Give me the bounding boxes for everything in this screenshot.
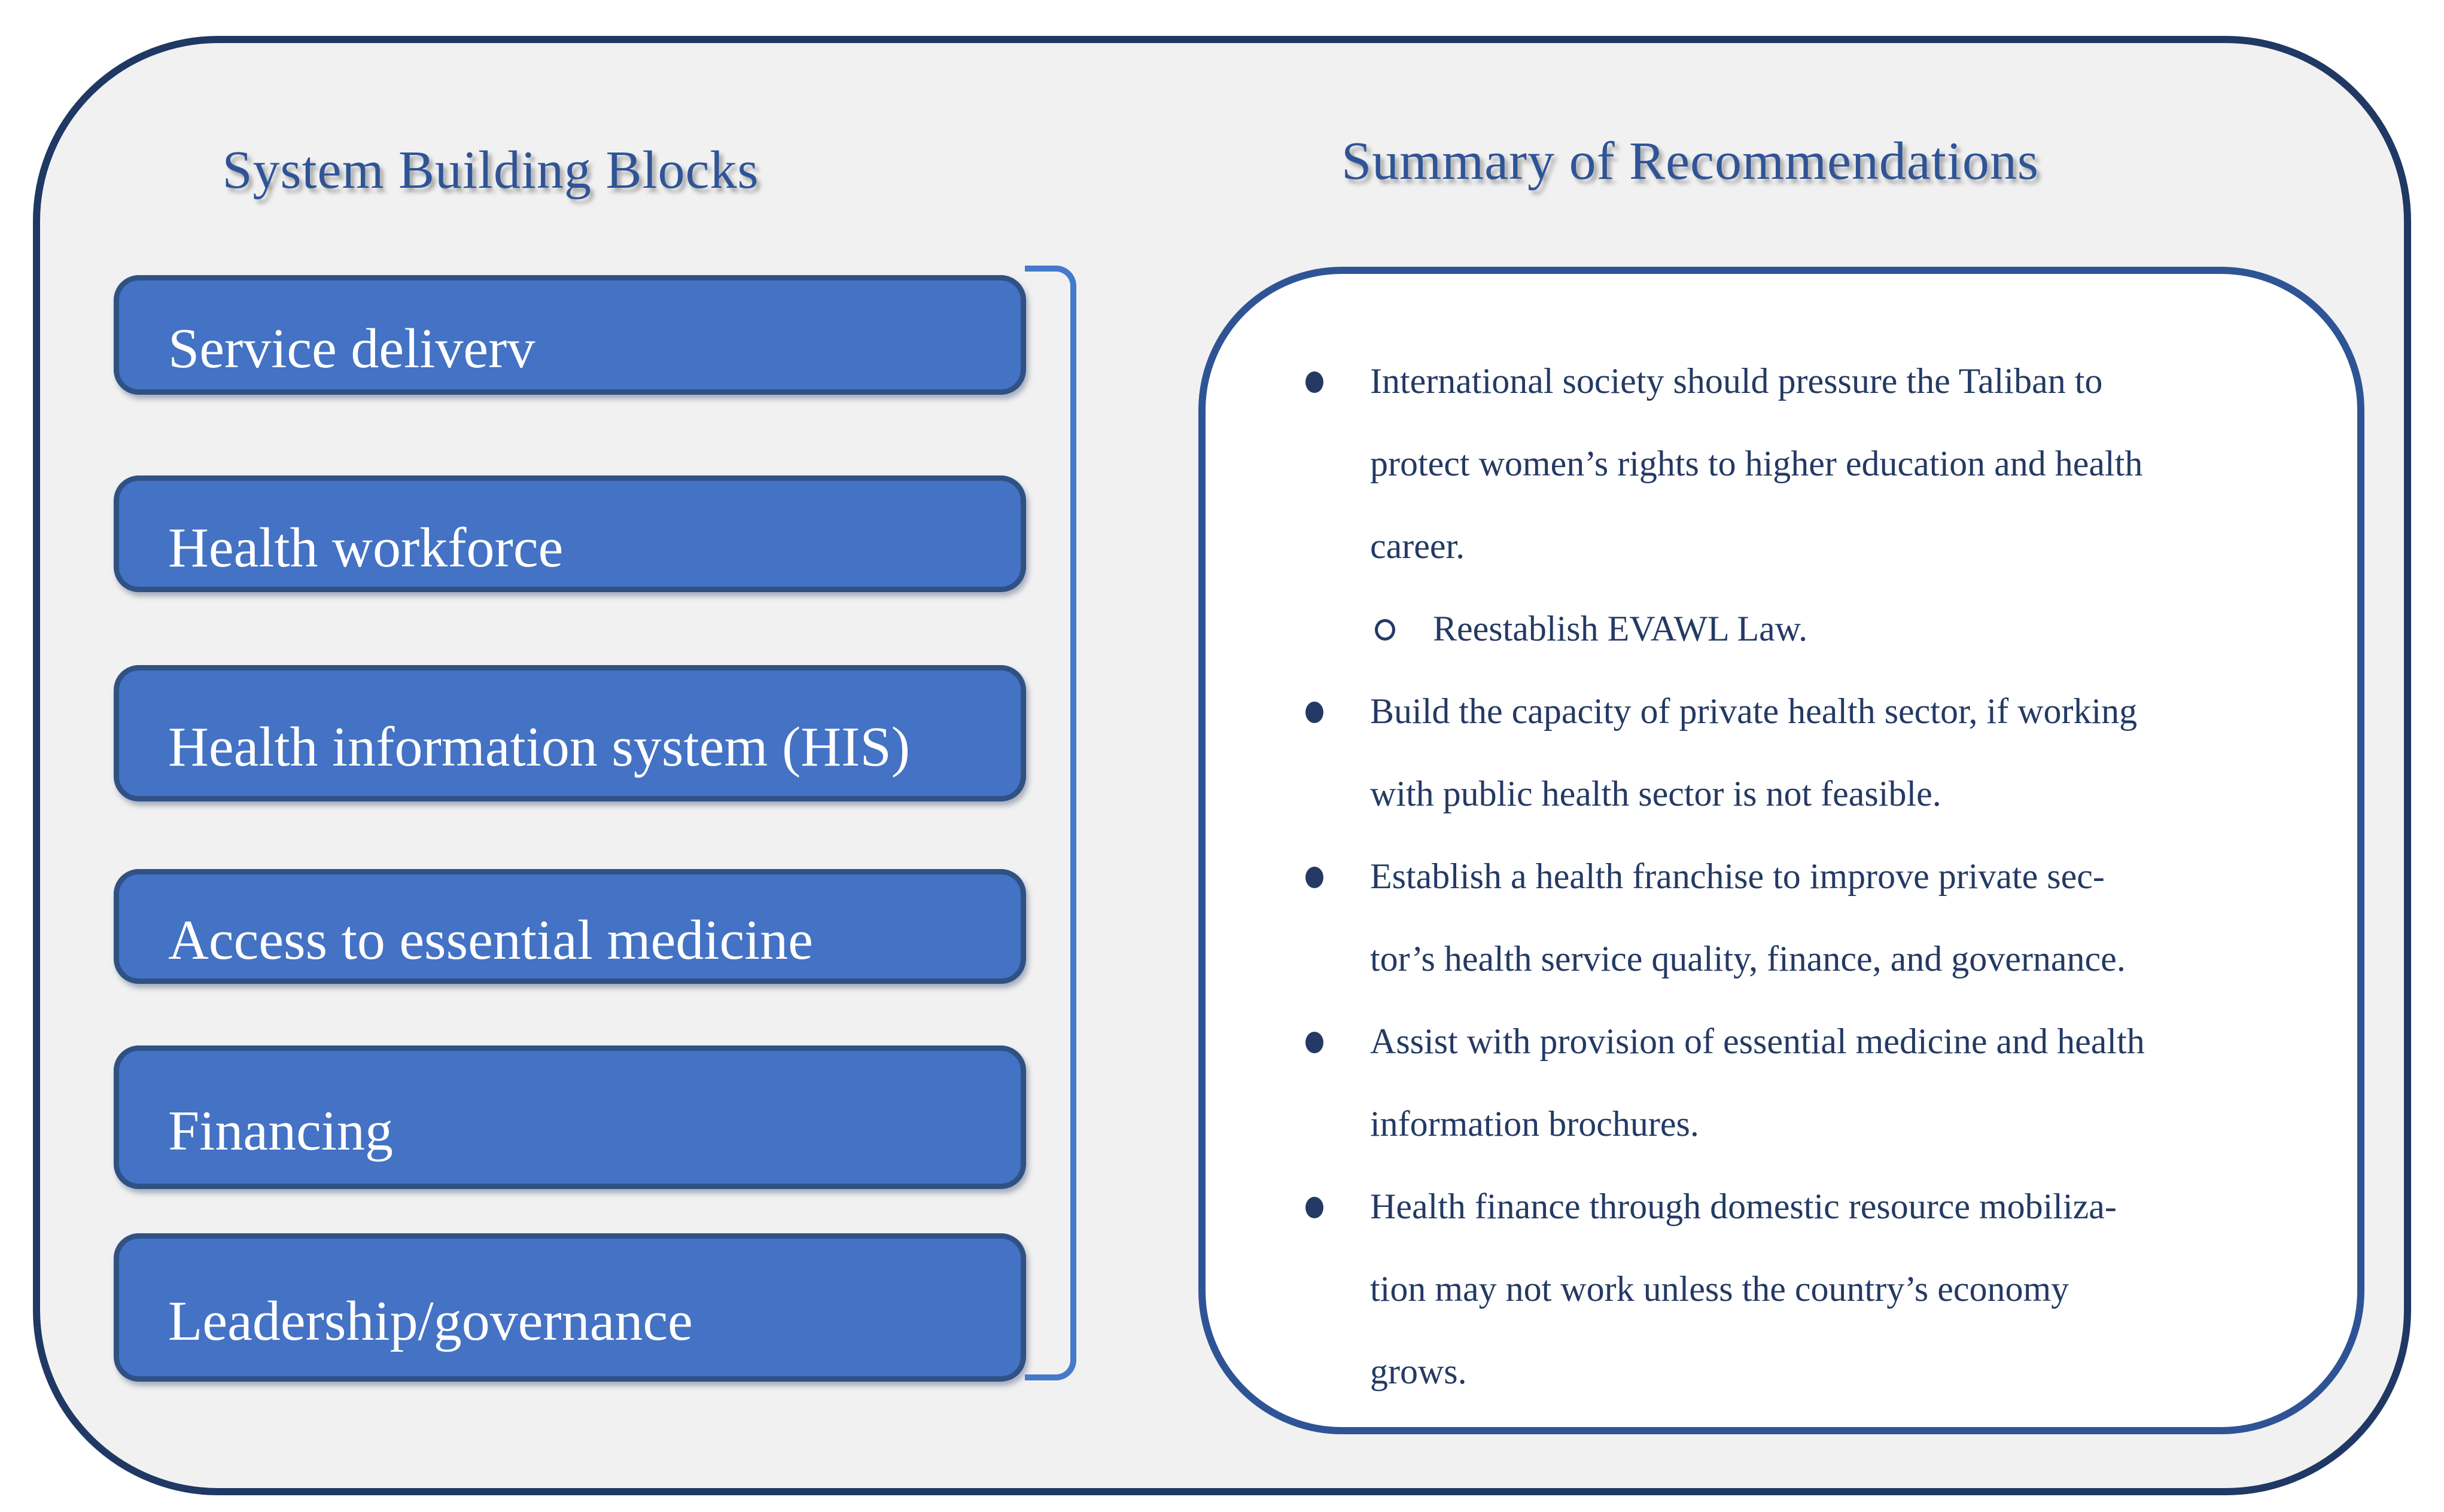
recommendation-text: International society should pressure th… <box>1370 361 2143 566</box>
recommendation-item: Health finance through domestic resource… <box>1292 1165 2309 1413</box>
building-block-label: Leadership/governance <box>168 1290 693 1352</box>
bullet-marker-icon <box>1305 1197 1323 1218</box>
recommendation-sub-item: Reestablish EVAWL Law. <box>1292 587 2309 670</box>
bullet-marker-icon <box>1305 867 1323 888</box>
recommendations-list: International society should pressure th… <box>1292 340 2309 1413</box>
recommendation-item: Build the capacity of private health sec… <box>1292 670 2309 835</box>
bullet-marker-icon <box>1305 371 1323 393</box>
building-block-label: Health information system (HIS) <box>168 716 911 778</box>
building-block-label: Access to essential medicine <box>168 909 814 971</box>
recommendations-title: Summary of Recommendations <box>1341 132 2039 191</box>
circle-marker-icon <box>1375 619 1395 641</box>
recommendation-item: Establish a health franchise to improve … <box>1292 835 2309 1000</box>
recommendation-text: Build the capacity of private health sec… <box>1370 691 2138 813</box>
building-block-label: Health workforce <box>168 516 564 579</box>
building-blocks-title: System Building Blocks <box>222 141 759 200</box>
recommendation-item: Assist with provision of essential medic… <box>1292 1000 2309 1165</box>
building-block: Service deliverv <box>114 275 1026 395</box>
building-block: Access to essential medicine <box>114 869 1026 984</box>
building-block: Health workforce <box>114 475 1026 592</box>
recommendation-text: Reestablish EVAWL Law. <box>1433 609 1808 648</box>
recommendation-item: International society should pressure th… <box>1292 340 2309 587</box>
building-block-label: Service deliverv <box>168 318 535 380</box>
recommendations-panel <box>1198 267 2364 1434</box>
building-block: Financing <box>114 1045 1026 1189</box>
bullet-marker-icon <box>1305 702 1323 723</box>
building-block: Health information system (HIS) <box>114 665 1026 801</box>
building-block-label: Financing <box>168 1100 393 1162</box>
grouping-bracket <box>1025 266 1076 1380</box>
bullet-marker-icon <box>1305 1032 1323 1053</box>
recommendation-text: Health finance through domestic resource… <box>1370 1187 2117 1391</box>
building-block: Leadership/governance <box>114 1233 1026 1382</box>
recommendation-text: Assist with provision of essential medic… <box>1370 1022 2145 1144</box>
recommendation-text: Establish a health franchise to improve … <box>1370 856 2126 978</box>
